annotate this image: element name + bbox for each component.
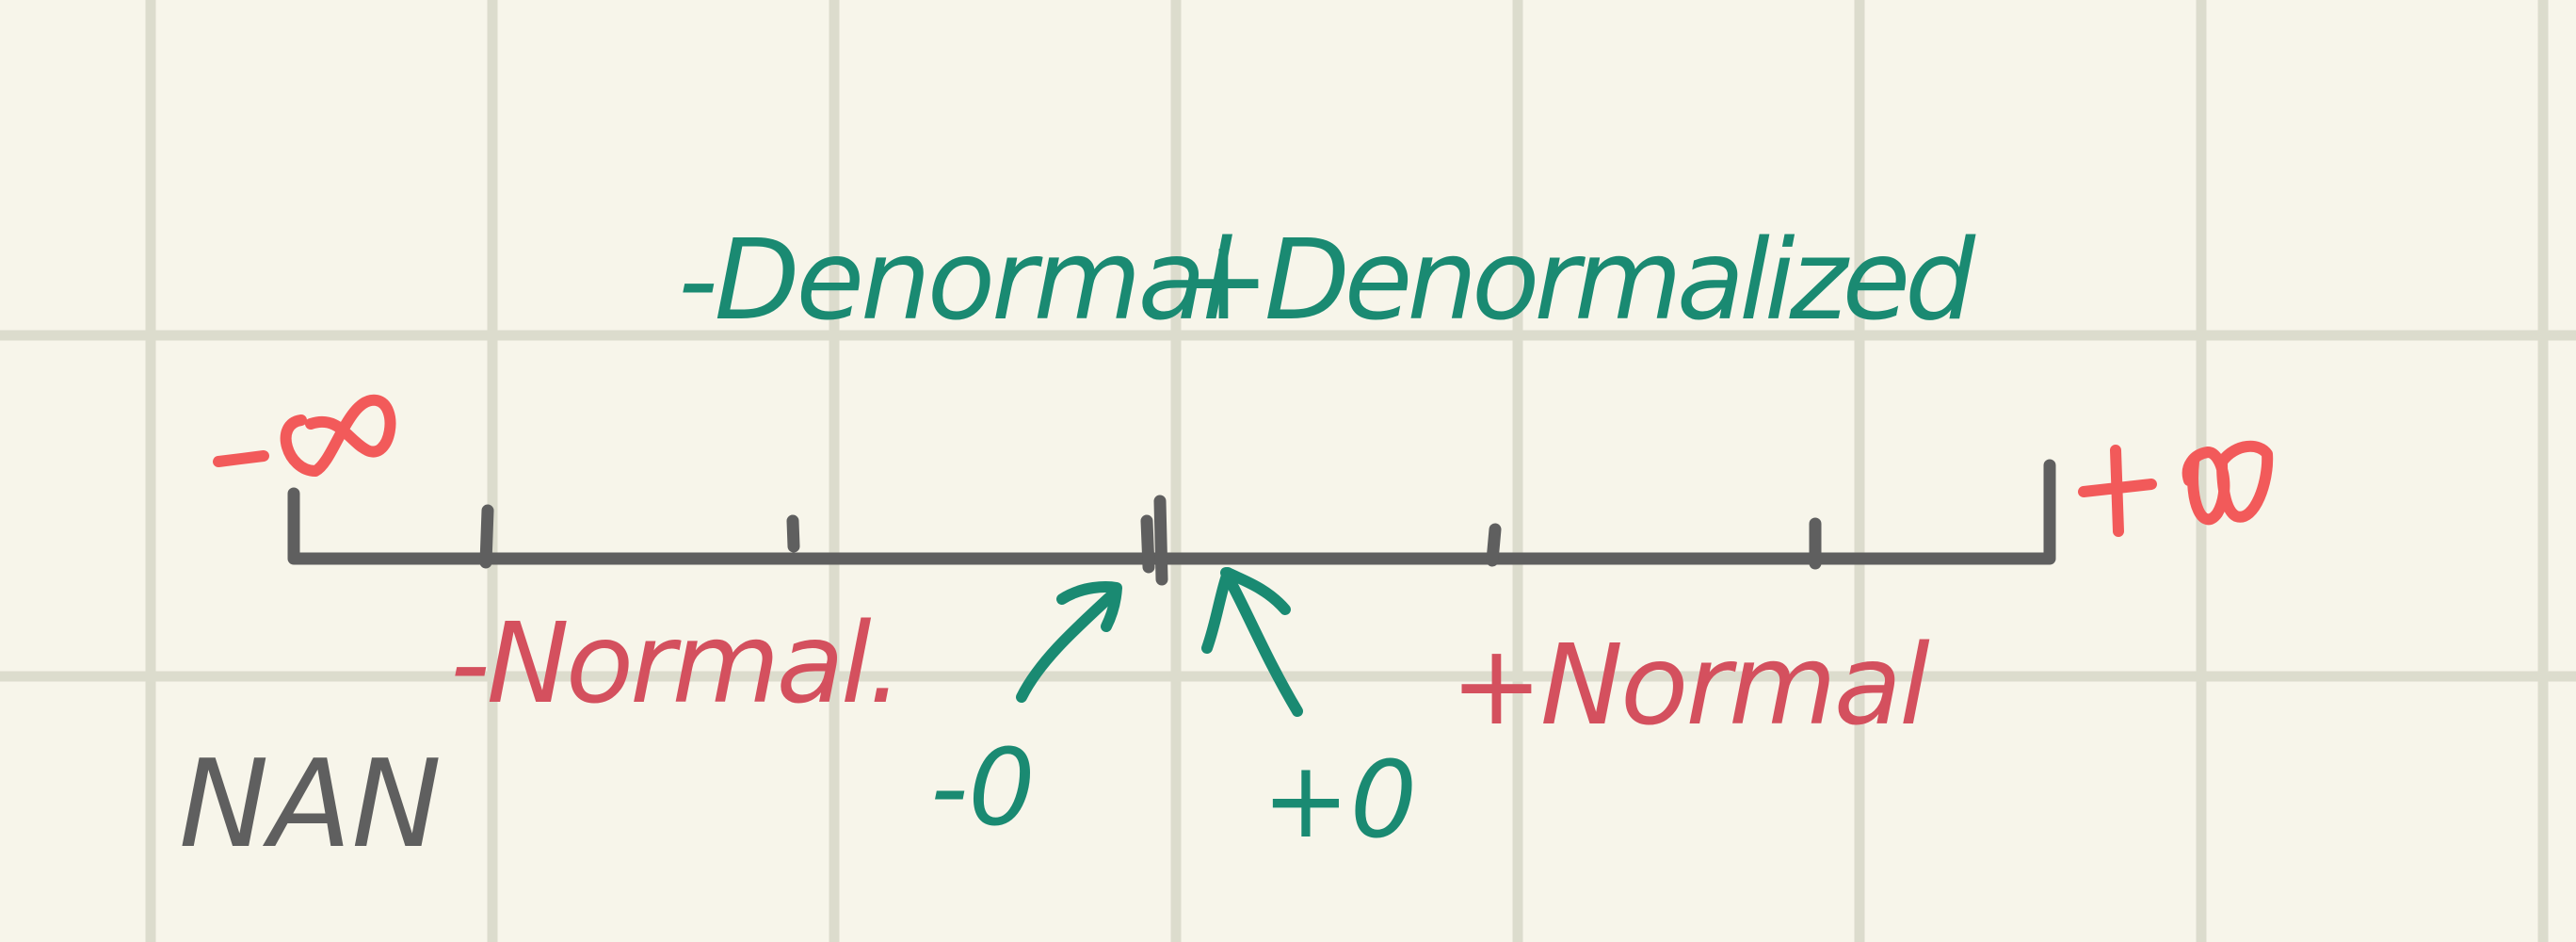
tick-2 (786, 514, 800, 553)
neg-zero-arrow (1016, 581, 1122, 703)
neg-denormal-label: -Denormal (678, 215, 1233, 345)
pos-zero-label: +0 (1262, 739, 1417, 862)
tick-1 (479, 504, 494, 569)
pos-zero-arrow (1201, 567, 1303, 717)
pos-normal-label: +Normal (1450, 620, 1930, 750)
pos-infinity-mark (2078, 440, 2274, 537)
neg-zero-label: -0 (930, 727, 1036, 850)
axis-line (287, 459, 2056, 565)
neg-normal-label: -Normal. (450, 598, 899, 728)
nan-label: NAN (179, 735, 442, 875)
tick-4 (1486, 523, 1502, 567)
number-line (287, 459, 2056, 586)
neg-infinity-mark: -∞ (213, 394, 396, 477)
tick-center (1140, 495, 1168, 586)
pos-denormal-label: +Denormalized (1177, 215, 1976, 345)
